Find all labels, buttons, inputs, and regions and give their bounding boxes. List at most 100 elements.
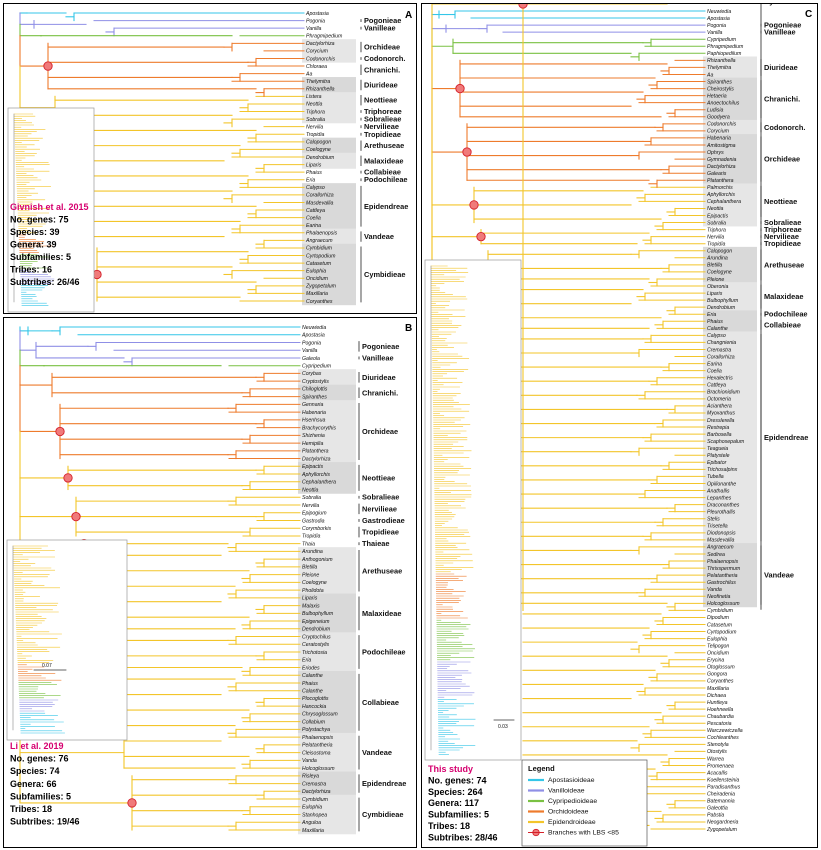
clade-shading — [302, 92, 356, 124]
taxon-label: Tubella — [707, 474, 724, 480]
clade-label: Collabieae — [764, 320, 801, 329]
taxon-label: Phalaenopsis — [302, 735, 334, 741]
taxon-label: Eulophia — [707, 636, 727, 642]
study-stat: Subfamilies: 5 — [10, 791, 71, 801]
clade-shading — [703, 119, 757, 135]
taxon-label: Tropidia — [707, 242, 725, 248]
clade-label: Sobralieae — [362, 493, 399, 502]
taxon-label: Thaia — [302, 541, 315, 547]
clade-label: Podochileae — [764, 310, 808, 319]
study-stat: Subfamilies: 5 — [428, 810, 489, 820]
clade-label: Triphoreae — [764, 225, 802, 234]
clade-label: Nervilieae — [362, 504, 397, 513]
taxon-label: Octomeria — [707, 397, 731, 403]
taxon-label: Triphora — [306, 109, 325, 115]
taxon-label: Malaxis — [302, 603, 320, 609]
taxon-label: Calopogon — [306, 140, 331, 146]
taxon-label: Eulophia — [302, 805, 322, 811]
clade-shading — [298, 670, 356, 734]
taxon-label: Hsenhsua — [302, 418, 325, 424]
taxon-label: Codonorchis — [707, 122, 737, 128]
taxon-label: Cephalanthera — [302, 480, 336, 486]
clade-label: Thaieae — [362, 539, 390, 548]
taxon-label: Pleione — [302, 572, 319, 578]
taxon-label: Dipodium — [707, 615, 730, 621]
clade-label: Cymbidieae — [764, 4, 806, 6]
taxon-label: Arundina — [706, 256, 728, 262]
taxon-label: Cremastra — [302, 781, 326, 787]
taxon-label: Acacallis — [706, 770, 728, 776]
clade-label: Sobralieae — [364, 115, 401, 124]
taxon-label: Cochleanthes — [707, 735, 739, 741]
taxon-label: Galeola — [302, 356, 320, 362]
low-support-node — [127, 798, 137, 808]
legend-item-label: Epidendroideae — [548, 819, 596, 826]
study-stat: Tribes: 18 — [10, 804, 52, 814]
taxon-label: Cheiradenia — [707, 792, 735, 798]
clade-label: Nervilieae — [764, 232, 799, 241]
taxon-label: Lepanthes — [707, 495, 732, 501]
taxon-label: Cymbidium — [302, 797, 329, 803]
taxon-label: Dactylorhiza — [306, 41, 335, 47]
taxon-label: Anthogonium — [301, 557, 333, 563]
taxon-label: Pholidota — [302, 588, 324, 594]
taxon-label: Thelymitra — [707, 65, 731, 71]
taxon-label: Collabium — [302, 719, 326, 725]
study-stat: Species: 39 — [10, 227, 60, 237]
taxon-label: Nervilia — [707, 234, 724, 240]
taxon-label: Spiranthes — [707, 79, 732, 85]
taxon-label: Zygopetalum — [706, 827, 738, 833]
taxon-label: Bletilla — [707, 263, 722, 269]
taxon-label: Anoectochilus — [706, 100, 740, 106]
taxon-label: Ludisia — [707, 108, 724, 114]
study-stat: Subfamilies: 5 — [10, 252, 71, 262]
clade-label: Malaxideae — [764, 292, 803, 301]
taxon-label: Risleya — [302, 774, 319, 780]
clade-shading — [703, 246, 757, 283]
clade-label: Diurideae — [362, 373, 396, 382]
taxon-label: Tropidia — [306, 132, 324, 138]
panel-c-tree: CNeuwiediaApostasiaPogoniaVanillaCypripe… — [424, 4, 812, 847]
clade-label: Orchideae — [364, 43, 400, 52]
taxon-label: Arundina — [301, 549, 323, 555]
taxon-label: Phaius — [707, 319, 723, 325]
clade-label: Epidendreae — [764, 433, 808, 442]
clade-shading — [703, 331, 757, 544]
taxon-label: Galeottia — [707, 806, 728, 812]
clade-shading — [298, 462, 356, 494]
taxon-label: Koellensteinia — [707, 777, 739, 783]
clade-label: Neottieae — [764, 197, 797, 206]
clade-shading — [298, 369, 356, 386]
taxon-label: Spiranthes — [302, 394, 327, 400]
clade-label: Orchideae — [764, 155, 800, 164]
taxon-label: Corallorhiza — [306, 193, 334, 199]
taxon-label: Corycium — [707, 129, 730, 135]
taxon-label: Epigeneium — [302, 619, 330, 625]
taxon-label: Trichosalpinx — [707, 467, 738, 473]
low-support-node — [71, 511, 81, 522]
clade-label: Chranichi. — [364, 65, 400, 74]
taxon-label: Brachionidium — [707, 390, 741, 396]
taxon-label: Stelis — [707, 517, 720, 523]
clade-label: Collabieae — [362, 698, 399, 707]
clade-shading — [302, 228, 356, 245]
taxon-label: Gastrochilus — [707, 580, 736, 586]
taxon-label: Cypripedium — [302, 363, 332, 369]
panel-b-tree: BNeuwiediaApostasiaPogoniaVanillaGaleola… — [6, 323, 412, 835]
taxon-label: Pogonia — [707, 23, 726, 29]
taxon-label: Anguloa — [301, 820, 321, 826]
study-stat: Species: 264 — [428, 787, 483, 797]
taxon-label: Bulbophyllum — [707, 298, 739, 304]
panel-letter-a: A — [405, 10, 412, 21]
taxon-label: Cypripedium — [707, 37, 737, 43]
clade-label: Vanilleae — [764, 28, 796, 37]
taxon-label: Bletilla — [302, 565, 317, 571]
low-support-node — [518, 4, 528, 9]
low-support-node — [55, 426, 65, 437]
taxon-label: Warrea — [707, 756, 724, 762]
inset-frame — [7, 107, 95, 313]
taxon-label: Habenaria — [707, 136, 731, 142]
study-stat: No. genes: 74 — [428, 775, 487, 785]
taxon-label: Dendrobium — [707, 305, 736, 311]
clade-label: Neottieae — [364, 96, 397, 105]
